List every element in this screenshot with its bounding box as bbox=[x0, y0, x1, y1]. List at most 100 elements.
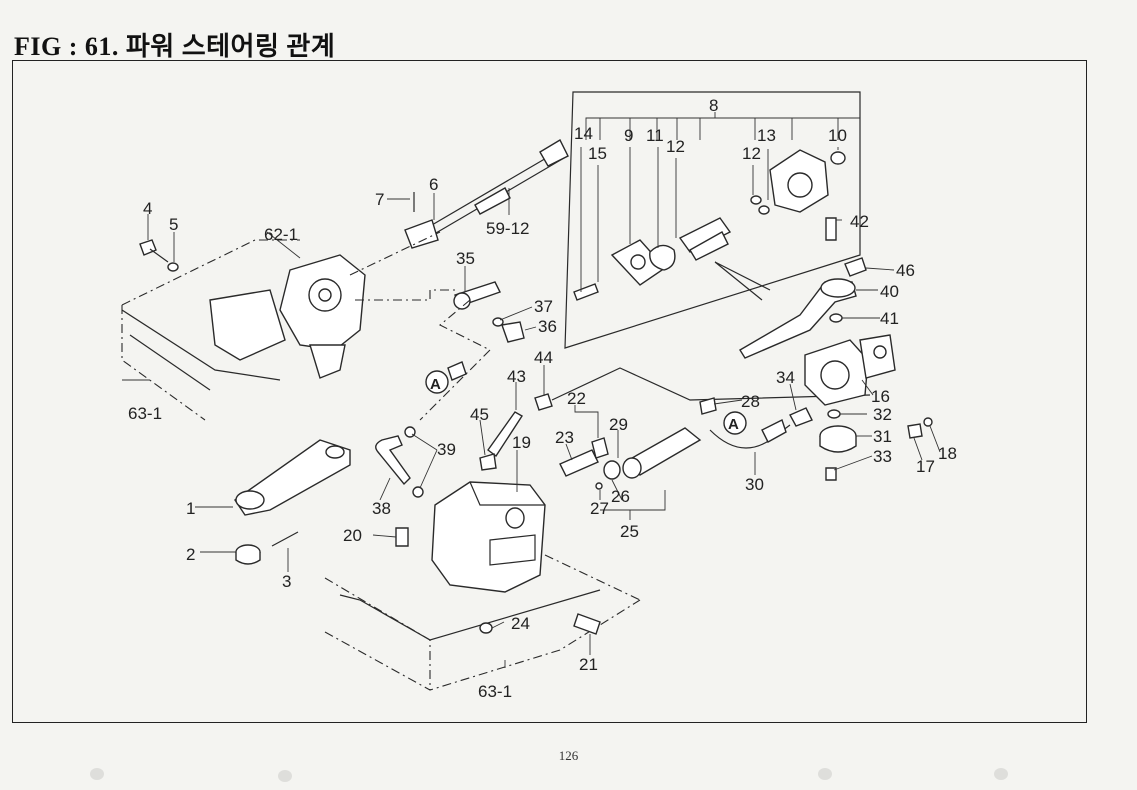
pump-oring-13 bbox=[758, 205, 770, 215]
callout-62-1: 62-1 bbox=[264, 225, 298, 244]
callout-25: 25 bbox=[620, 522, 639, 541]
callout-9: 9 bbox=[624, 126, 633, 145]
callout-33: 33 bbox=[873, 447, 892, 466]
bolt-36 bbox=[501, 321, 525, 343]
pulley-bolt bbox=[825, 467, 837, 481]
bolt-42 bbox=[825, 217, 837, 241]
pump-bolt-15 bbox=[573, 283, 599, 301]
figure-title: FIG : 61. 파워 스테어링 관계 bbox=[14, 32, 336, 61]
marker-a-left: A bbox=[430, 376, 441, 393]
chassis-frame-lower bbox=[324, 554, 641, 691]
steering-shaft bbox=[404, 139, 569, 249]
chassis-frame-upper bbox=[121, 239, 300, 421]
callout-43: 43 bbox=[507, 367, 526, 386]
figure-frame bbox=[12, 60, 1087, 723]
callout-45: 45 bbox=[470, 405, 489, 424]
connector-a-right bbox=[723, 411, 747, 435]
pump-cover bbox=[769, 149, 829, 213]
callout-24: 24 bbox=[511, 614, 530, 633]
callout-20: 20 bbox=[343, 526, 362, 545]
callout-59-12: 59-12 bbox=[486, 219, 529, 238]
pump-bracket bbox=[789, 407, 813, 427]
washer-18 bbox=[923, 417, 933, 427]
return-hose bbox=[375, 435, 411, 486]
nut-46 bbox=[844, 257, 867, 277]
callout-7: 7 bbox=[375, 190, 384, 209]
callout-38: 38 bbox=[372, 499, 391, 518]
hose-clamp-39b bbox=[412, 486, 424, 498]
washer-41 bbox=[829, 313, 843, 323]
callout-4: 4 bbox=[143, 199, 152, 218]
bolt-21 bbox=[573, 613, 601, 635]
shaft-centerline bbox=[349, 231, 441, 276]
callout-12-right: 12 bbox=[742, 144, 761, 163]
hose-line-upper bbox=[551, 367, 871, 401]
pitman-arm bbox=[234, 439, 351, 516]
callout-2: 2 bbox=[186, 545, 195, 564]
pitman-nut bbox=[235, 544, 261, 565]
marker-a-right: A bbox=[728, 416, 739, 433]
bolt-17 bbox=[907, 423, 923, 439]
scan-smudge bbox=[278, 770, 292, 782]
callout-21: 21 bbox=[579, 655, 598, 674]
reservoir-tank bbox=[431, 481, 546, 593]
callout-15: 15 bbox=[588, 144, 607, 163]
hose-clamp-39a bbox=[404, 426, 416, 438]
pump-oring-12 bbox=[750, 195, 762, 205]
callout-35: 35 bbox=[456, 249, 475, 268]
pump-gears bbox=[678, 217, 732, 261]
pump-nut-10 bbox=[830, 151, 846, 165]
scan-smudge bbox=[90, 768, 104, 780]
callout-18: 18 bbox=[938, 444, 957, 463]
filter-pin-27 bbox=[595, 482, 603, 490]
callout-19: 19 bbox=[512, 433, 531, 452]
steering-gearbox bbox=[209, 254, 366, 379]
hose-fitting-35 bbox=[453, 281, 501, 310]
callout-12-left: 12 bbox=[666, 137, 685, 156]
connector-a-left bbox=[425, 370, 449, 394]
callout-63-1-lower: 63-1 bbox=[478, 682, 512, 701]
callout-23: 23 bbox=[555, 428, 574, 447]
scan-smudge bbox=[818, 768, 832, 780]
callout-17: 17 bbox=[916, 457, 935, 476]
power-steering-pump bbox=[804, 334, 896, 406]
pulley-nut bbox=[827, 409, 841, 419]
callout-26: 26 bbox=[611, 487, 630, 506]
cotter-pin bbox=[271, 531, 299, 547]
callout-63-1-upper: 63-1 bbox=[128, 404, 162, 423]
callout-14: 14 bbox=[574, 124, 593, 143]
hose-clamp-45 bbox=[479, 453, 497, 471]
hose-fitting-30 bbox=[761, 419, 787, 443]
callout-13: 13 bbox=[757, 126, 776, 145]
callout-28: 28 bbox=[741, 392, 760, 411]
pump-pointer-lines bbox=[714, 261, 771, 301]
callout-11: 11 bbox=[646, 126, 664, 145]
pump-adjust-arm bbox=[739, 278, 857, 359]
callout-42: 42 bbox=[850, 212, 869, 231]
callout-8: 8 bbox=[709, 96, 718, 115]
callout-34: 34 bbox=[776, 368, 795, 387]
pump-seal-ring bbox=[649, 244, 676, 271]
callout-5: 5 bbox=[169, 215, 178, 234]
hose-clamp-44 bbox=[534, 393, 553, 411]
callout-16: 16 bbox=[871, 387, 890, 406]
scan-smudge bbox=[994, 768, 1008, 780]
mount-washer bbox=[167, 262, 179, 272]
callout-39: 39 bbox=[437, 440, 456, 459]
hose-route-a bbox=[355, 289, 491, 421]
filter-ring-26 bbox=[603, 460, 621, 480]
nut-24 bbox=[479, 622, 493, 634]
callout-44: 44 bbox=[534, 348, 553, 367]
page-number: 126 bbox=[558, 748, 579, 763]
callout-22: 22 bbox=[567, 389, 586, 408]
callout-36: 36 bbox=[538, 317, 557, 336]
fitting-28 bbox=[699, 397, 717, 415]
bolt-20 bbox=[395, 527, 409, 547]
callout-27: 27 bbox=[590, 499, 609, 518]
callout-31: 31 bbox=[873, 427, 892, 446]
callout-30: 30 bbox=[745, 475, 764, 494]
filter-element bbox=[622, 427, 702, 479]
callout-40: 40 bbox=[880, 282, 899, 301]
fitting-22 bbox=[591, 437, 609, 459]
